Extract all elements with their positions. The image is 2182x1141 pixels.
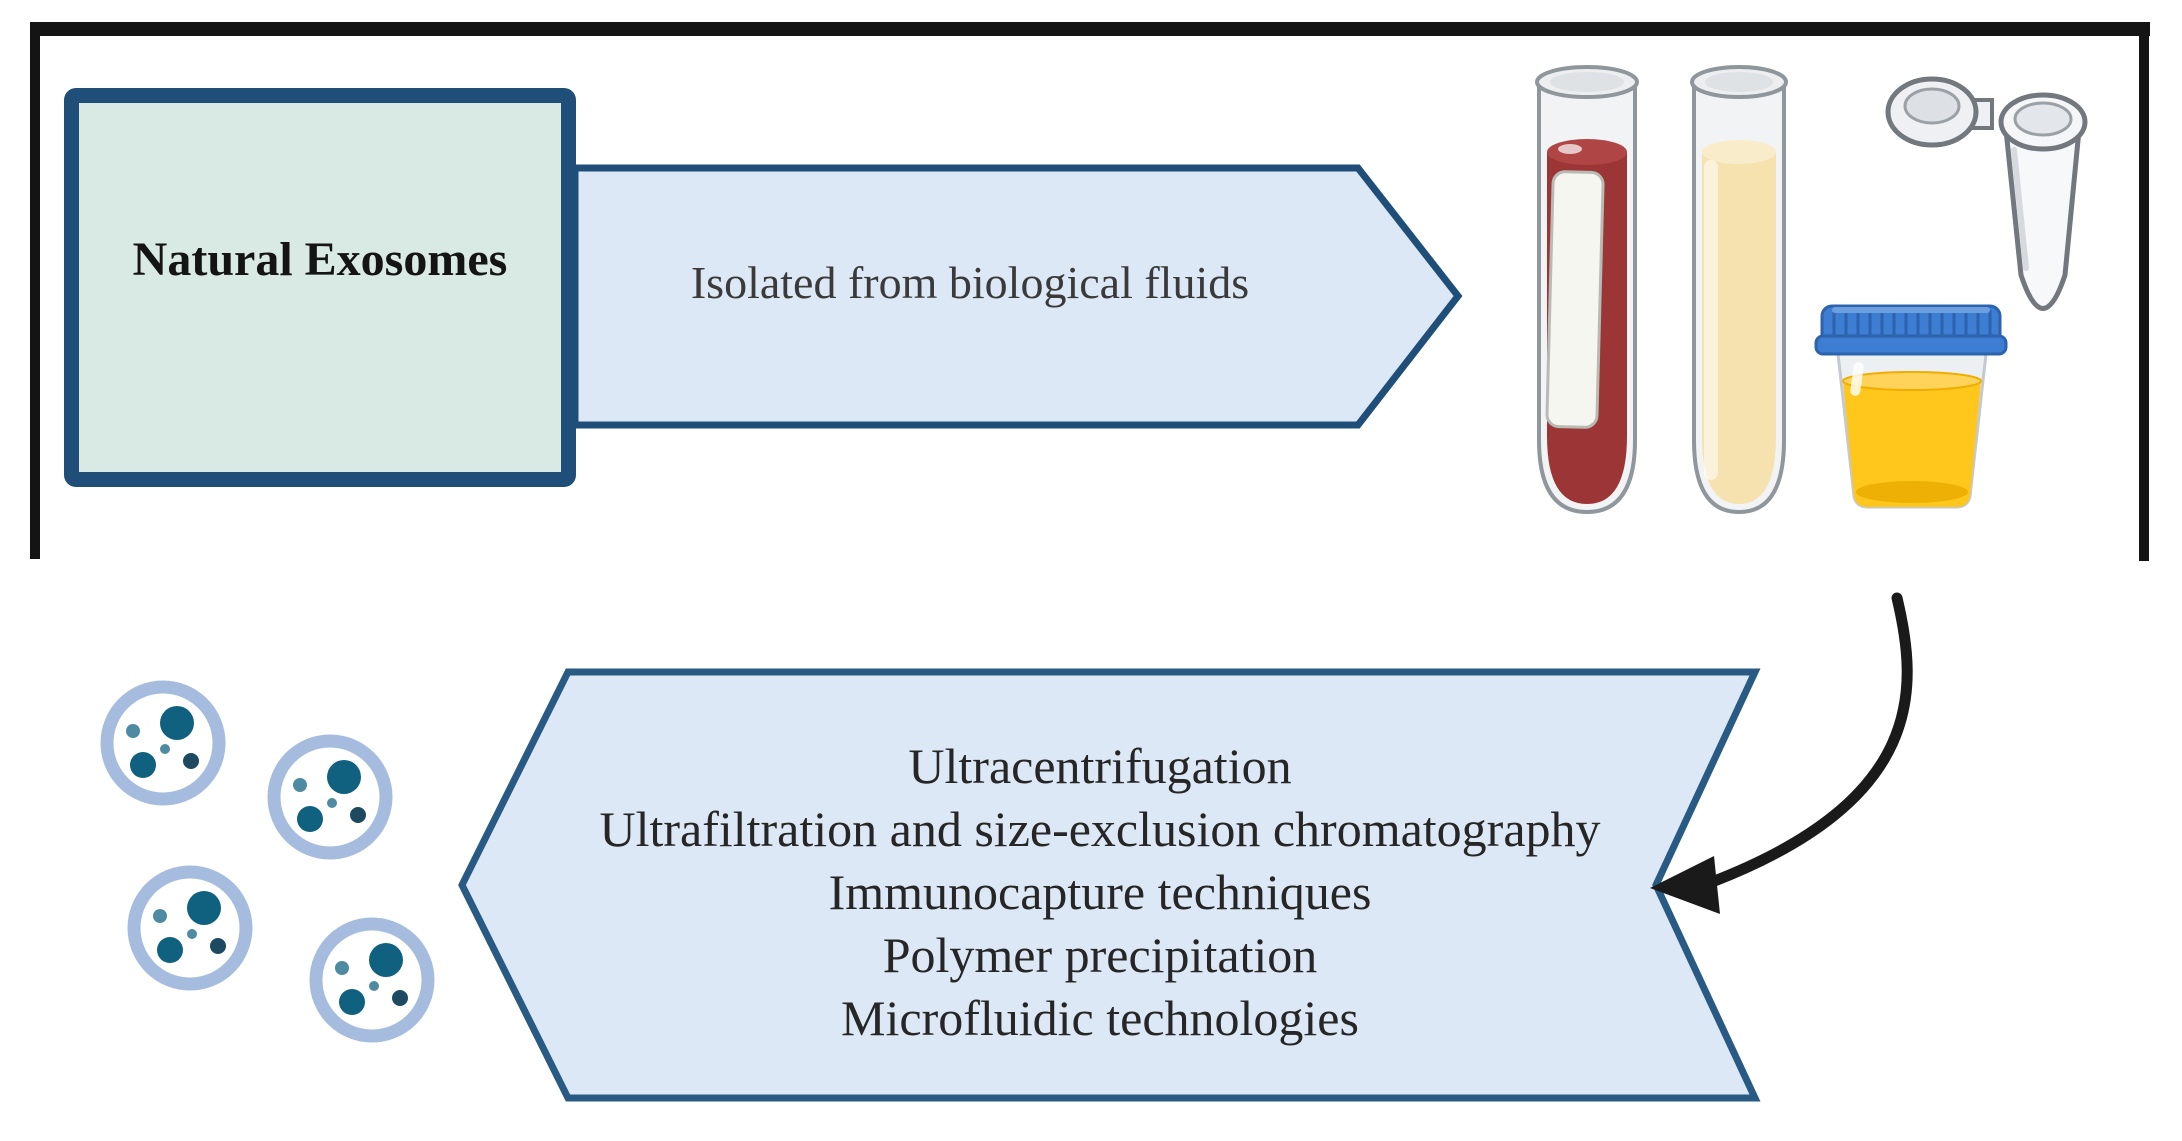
methods-banner-line: Ultrafiltration and size-exclusion chrom… [599,800,1601,857]
serum-tube-icon [1690,65,1788,515]
microcentrifuge-tube-icon [1885,76,2088,311]
exosome-vesicle-icon [100,680,226,806]
methods-banner: Ultracentrifugation Ultrafiltration and … [520,700,1680,1084]
methods-banner-line: Microfluidic technologies [841,989,1359,1046]
frame-left-border [30,22,40,559]
chevron-banner-icon [458,668,1761,1102]
natural-exosomes-box: Natural Exosomes [64,88,576,487]
exosome-vesicle-icon [267,734,393,860]
methods-banner-line: Immunocapture techniques [828,863,1372,920]
urine-sample-cup-icon [1814,304,2008,509]
exosome-vesicle-icon [309,917,435,1043]
blood-collection-tube-icon [1535,65,1639,515]
tube-label [1545,170,1605,429]
natural-exosomes-label: Natural Exosomes [132,233,508,286]
frame-right-border [2139,22,2149,561]
frame-top-border [30,22,2150,36]
isolation-arrow-label: Isolated from biological fluids [690,256,1250,308]
methods-banner-line: Ultracentrifugation [908,737,1292,794]
cup-lid [1814,304,2008,356]
methods-banner-line: Polymer precipitation [882,926,1318,983]
exosome-vesicle-icon [127,865,253,991]
